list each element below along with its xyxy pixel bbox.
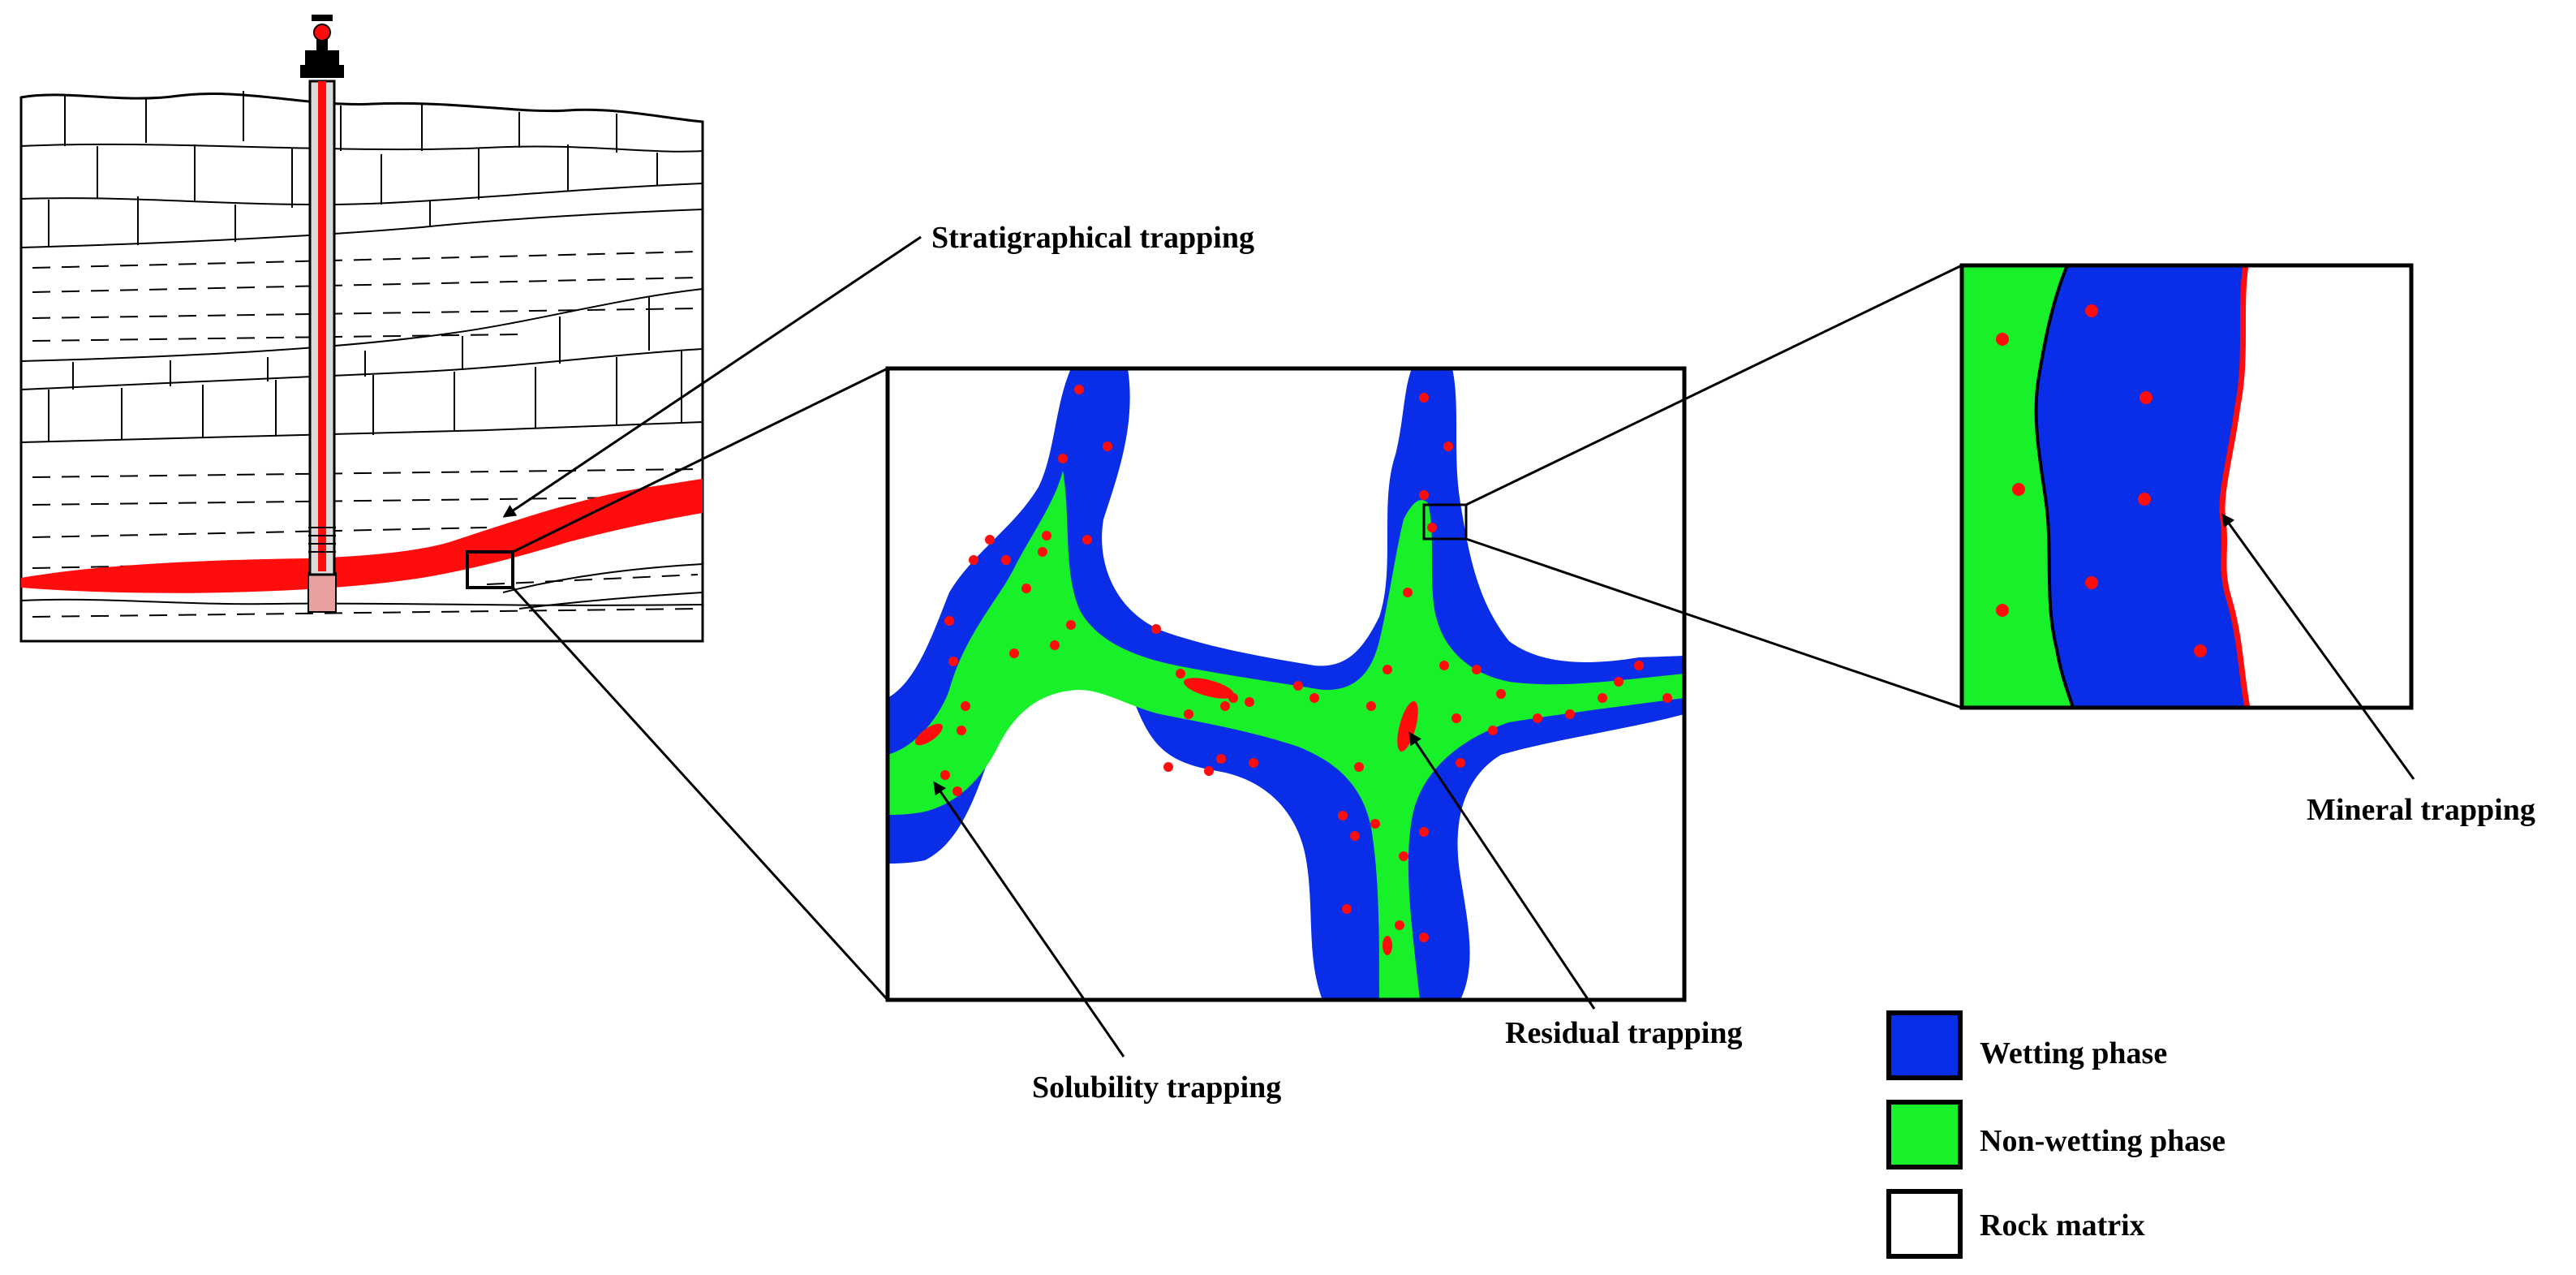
legend: Wetting phase Non-wetting phase Rock mat…	[1886, 1010, 2226, 1259]
arrow-mineral	[2221, 513, 2415, 780]
label-solubility: Solubility trapping	[1032, 1070, 1281, 1105]
annotation-arrows	[502, 235, 2415, 1057]
legend-label-nonwetting: Non-wetting phase	[1980, 1124, 2226, 1158]
non-wetting-phase-region	[888, 471, 1684, 1000]
label-mineral: Mineral trapping	[2307, 793, 2535, 827]
perforation-zone	[307, 572, 337, 613]
legend-item-wetting: Wetting phase	[1886, 1010, 2167, 1080]
shale-layer-2	[32, 468, 699, 618]
shale-layer-1	[32, 251, 699, 342]
legend-item-rock: Rock matrix	[1886, 1189, 2145, 1259]
arrow-stratigraphical	[502, 235, 922, 518]
zoom-lines-2	[1465, 264, 1963, 709]
label-residual: Residual trapping	[1505, 1016, 1742, 1050]
mineral-blue-phase	[2034, 264, 2250, 709]
injection-well	[300, 15, 344, 576]
zoom-lines-1	[511, 367, 889, 1001]
legend-label-wetting: Wetting phase	[1980, 1036, 2167, 1070]
arrow-solubility	[933, 781, 1125, 1057]
label-stratigraphical: Stratigraphical trapping	[931, 221, 1254, 255]
co2-plume	[21, 479, 703, 593]
pore-scale-view	[885, 366, 1687, 1002]
limestone-layer-2	[20, 297, 703, 443]
legend-label-rock: Rock matrix	[1980, 1208, 2145, 1243]
legend-item-nonwetting: Non-wetting phase	[1886, 1100, 2226, 1169]
limestone-layer-1	[20, 91, 703, 248]
mineral-dissolved-dots	[1996, 304, 2207, 657]
arrow-residual	[1408, 731, 1596, 1010]
zoom-box-reservoir	[466, 550, 514, 589]
zoom-box-pore-wall	[1422, 503, 1468, 541]
residual-co2-blobs	[914, 678, 1418, 955]
geologic-cross-section	[19, 15, 704, 643]
dissolved-co2-dots	[940, 385, 1672, 942]
mineral-scale-view	[1959, 263, 2414, 710]
